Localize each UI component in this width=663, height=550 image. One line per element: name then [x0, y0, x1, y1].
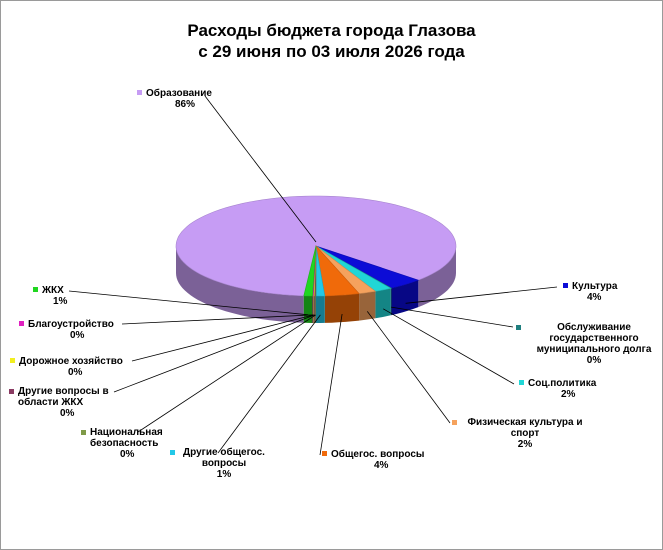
pie-side-благоустройство — [312, 296, 314, 323]
label-marker — [10, 358, 15, 363]
leader-line-другие-общегос-вопросы — [217, 314, 321, 454]
pie-side-образование — [418, 246, 456, 308]
data-label-kultura: Культура 4% — [563, 281, 617, 303]
data-label-fizkultura: Физическая культура и спорт 2% — [452, 417, 590, 450]
leader-line-национальная-безопасность — [137, 314, 316, 433]
label-marker — [516, 325, 521, 330]
label-marker — [452, 420, 457, 425]
label-marker — [81, 430, 86, 435]
data-label-drugie-obshchegos: Другие общегос. вопросы 1% — [170, 447, 272, 480]
leader-line-общегос-вопросы — [319, 313, 343, 456]
data-label-socpolitika: Соц.политика 2% — [519, 378, 596, 400]
label-text: Физическая культура и спорт — [467, 417, 583, 439]
data-label-blagoustroistvo: Благоустройство 0% — [19, 319, 114, 341]
chart-title-line-2: с 29 июня по 03 июля 2026 года — [198, 42, 465, 61]
pie-side-физическая-культура-и-спорт — [359, 291, 376, 321]
data-label-drugie-zhkh: Другие вопросы в области ЖКХ 0% — [9, 386, 118, 419]
label-text: Другие вопросы в области ЖКХ — [18, 386, 109, 408]
data-label-obrazovanie: Образование 86% — [137, 88, 212, 110]
label-text: Другие общегос. вопросы — [183, 447, 265, 469]
leader-line-дорожное-хозяйство — [131, 314, 314, 362]
chart-title: Расходы бюджета города Глазова с 29 июня… — [0, 20, 663, 62]
pie-slice-культура — [315, 245, 420, 289]
pie-side-образование — [176, 246, 304, 323]
chart-title-line-1: Расходы бюджета города Глазова — [187, 21, 476, 40]
leader-line-другие-вопросы-в-области-жкх — [113, 314, 315, 393]
data-label-dorozhnoe: Дорожное хозяйство 0% — [10, 356, 123, 378]
pie-tops — [175, 195, 457, 297]
pie-slice-жкх — [303, 245, 317, 297]
label-marker — [19, 321, 24, 326]
leader-line-культура — [405, 286, 558, 304]
data-label-nacbezopasnost: Национальная безопасность 0% — [81, 427, 176, 460]
pie-slice-общегос-вопросы — [315, 245, 360, 297]
label-marker — [322, 451, 327, 456]
leader-line-физическая-культура-и-спорт — [366, 311, 451, 424]
pie-side-дорожное-хозяйство — [313, 296, 315, 323]
label-text: Национальная безопасность — [90, 427, 163, 449]
pie-side-соц-политика — [375, 288, 391, 319]
data-label-zhkh: ЖКХ 1% — [33, 285, 67, 307]
leader-lines — [68, 95, 558, 456]
pie-side-общегос-вопросы — [324, 293, 360, 323]
label-marker — [137, 90, 142, 95]
label-marker — [33, 287, 38, 292]
label-text: Обслуживание государственного муниципаль… — [536, 322, 652, 355]
leader-line-жкх — [68, 290, 309, 316]
label-marker — [9, 389, 14, 394]
leader-line-обслуживание-государственного-муниципального-долга — [391, 306, 514, 328]
data-label-obsluzhivanie-dolga: Обслуживание государственного муниципаль… — [516, 322, 663, 366]
pie-side-национальная-безопасность — [315, 296, 316, 323]
data-label-obshchegos-voprosy: Общегос. вопросы 4% — [322, 449, 424, 471]
pie-side-другие-вопросы-в-области-жкх — [314, 296, 316, 323]
leader-line-благоустройство — [121, 314, 314, 325]
label-marker — [519, 380, 524, 385]
pie-side-обслуживание-государственного-муниципального-долга — [390, 288, 392, 316]
label-marker — [170, 450, 175, 455]
pie-side-культура — [391, 280, 419, 316]
pie-side-другие-общегос-вопросы — [316, 295, 325, 323]
label-marker — [563, 283, 568, 288]
leader-line-образование — [204, 95, 317, 243]
leader-line-соц-политика — [383, 308, 515, 385]
